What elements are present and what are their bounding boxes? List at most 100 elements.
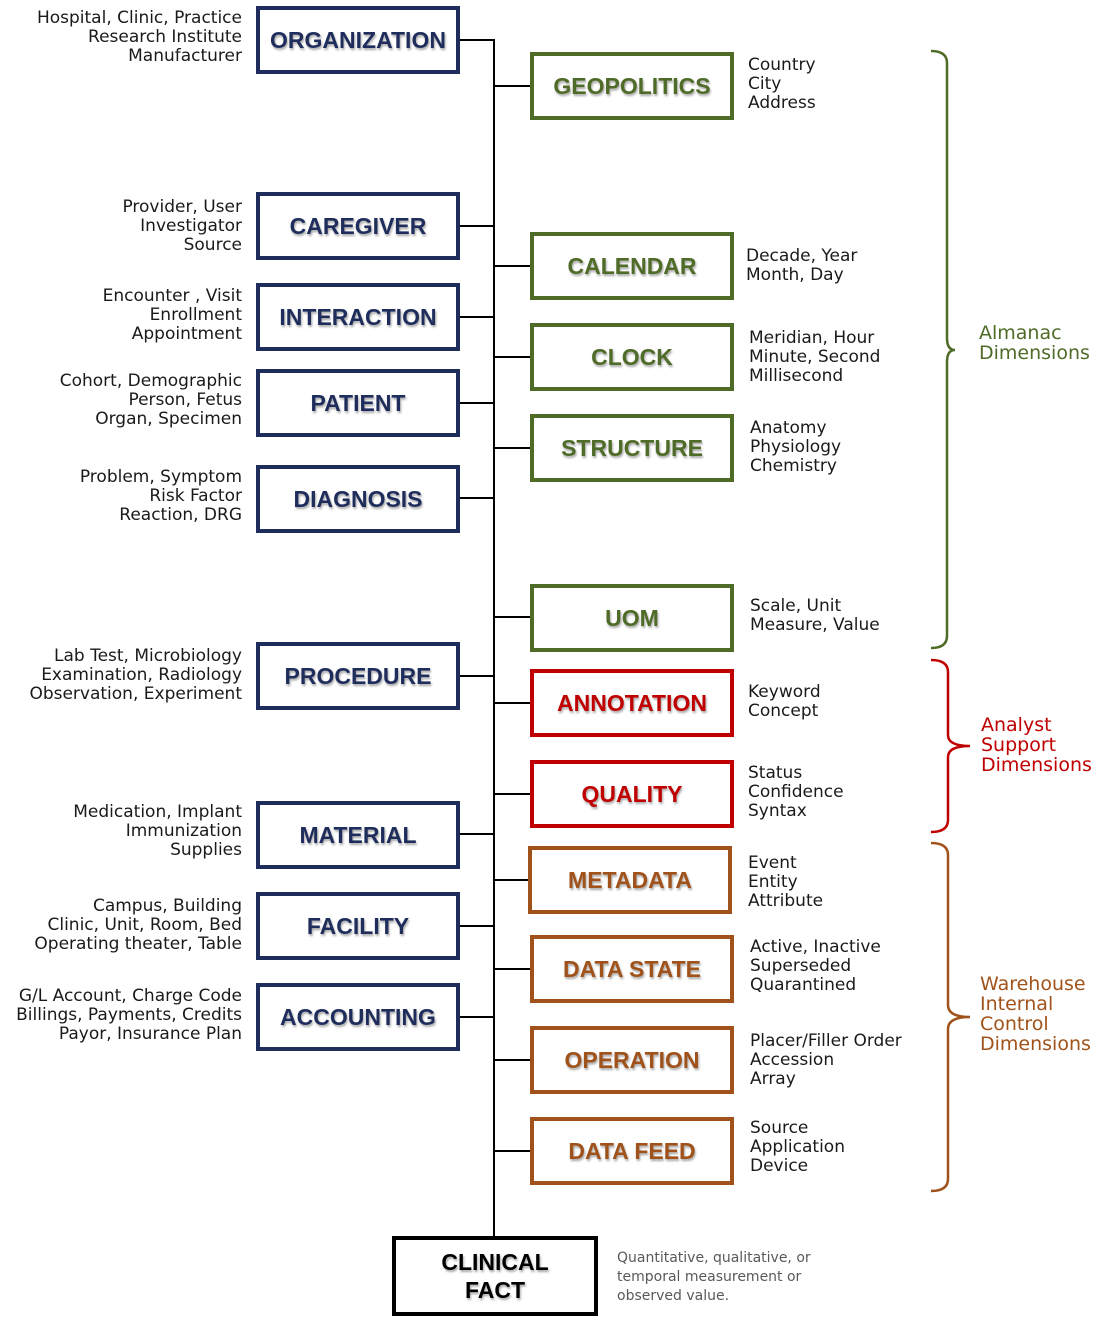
description-line: Billings, Payments, Credits — [16, 1005, 242, 1025]
connector-accounting — [459, 1016, 495, 1018]
description-line: Concept — [748, 701, 819, 721]
description-line: Manufacturer — [128, 46, 242, 66]
group-label-line: Control — [980, 1013, 1049, 1035]
description-line: Attribute — [748, 891, 824, 911]
structure-description: Anatomy Physiology Chemistry — [750, 419, 841, 476]
description-line: Confidence — [748, 782, 844, 802]
description-line: City — [748, 74, 782, 94]
description-line: Minute, Second — [749, 347, 881, 367]
description-line: Anatomy — [750, 418, 827, 438]
dimension-caregiver: CAREGIVER — [256, 192, 460, 260]
connector-clock — [493, 356, 531, 358]
dimension-geopolitics: GEOPOLITICS — [530, 52, 734, 120]
dimension-facility-label: FACILITY — [306, 912, 410, 939]
description-line: Measure, Value — [750, 615, 880, 635]
note-line: temporal measurement or — [617, 1269, 802, 1285]
almanac-group-label: Almanac Dimensions — [979, 323, 1090, 363]
description-line: Supplies — [170, 840, 242, 860]
accounting-description: G/L Account, Charge Code Billings, Payme… — [16, 987, 242, 1044]
clinical-fact-box: CLINICAL FACT — [392, 1236, 598, 1316]
almanac-brace — [930, 49, 956, 650]
connector-data-state — [493, 968, 531, 970]
connector-facility — [459, 925, 495, 927]
description-line: Chemistry — [750, 456, 837, 476]
group-label-line: Warehouse — [980, 973, 1086, 995]
group-label-line: Dimensions — [981, 754, 1092, 776]
dimension-data-state: DATA STATE — [530, 935, 734, 1003]
description-line: Observation, Experiment — [29, 684, 242, 704]
dimension-patient: PATIENT — [256, 369, 460, 437]
uom-description: Scale, Unit Measure, Value — [750, 597, 880, 635]
dimension-material: MATERIAL — [256, 801, 460, 869]
dimension-metadata-label: METADATA — [568, 866, 692, 893]
dimension-calendar-label: CALENDAR — [567, 252, 697, 279]
dimension-clock: CLOCK — [530, 323, 734, 391]
dimension-data-feed-label: DATA FEED — [568, 1137, 696, 1164]
data-state-description: Active, Inactive Superseded Quarantined — [750, 938, 881, 995]
description-line: G/L Account, Charge Code — [18, 986, 242, 1006]
clock-description: Meridian, Hour Minute, Second Millisecon… — [749, 329, 880, 386]
description-line: Encounter , Visit — [102, 286, 242, 306]
interaction-description: Encounter , Visit Enrollment Appointment — [103, 287, 242, 344]
group-label-line: Dimensions — [980, 1033, 1091, 1055]
description-line: Keyword — [748, 682, 821, 702]
group-label-line: Almanac — [979, 322, 1062, 344]
quality-description: Status Confidence Syntax — [748, 764, 844, 821]
connector-diagnosis — [459, 497, 495, 499]
dimension-operation: OPERATION — [530, 1026, 734, 1094]
group-label-line: Support — [981, 734, 1057, 756]
connector-structure — [493, 447, 531, 449]
description-line: Risk Factor — [149, 486, 242, 506]
description-line: Syntax — [748, 801, 807, 821]
dimension-organization: ORGANIZATION — [256, 6, 460, 74]
description-line: Lab Test, Microbiology — [53, 646, 242, 666]
dimension-procedure-label: PROCEDURE — [284, 662, 432, 689]
description-line: Research Institute — [88, 27, 242, 47]
description-line: Operating theater, Table — [34, 934, 242, 954]
patient-description: Cohort, Demographic Person, Fetus Organ,… — [60, 372, 242, 429]
data-feed-description: Source Application Device — [750, 1119, 845, 1176]
warehouse-group-label: Warehouse Internal Control Dimensions — [980, 974, 1091, 1054]
material-description: Medication, Implant Immunization Supplie… — [73, 803, 242, 860]
facility-description: Campus, Building Clinic, Unit, Room, Bed… — [34, 897, 242, 954]
dimension-diagnosis: DIAGNOSIS — [256, 465, 460, 533]
dimension-quality-label: QUALITY — [581, 780, 683, 807]
dimension-patient-label: PATIENT — [310, 389, 406, 416]
description-line: Superseded — [750, 956, 852, 976]
analyst-group-label: Analyst Support Dimensions — [981, 715, 1092, 775]
diagnosis-description: Problem, Symptom Risk Factor Reaction, D… — [80, 468, 242, 525]
description-line: Cohort, Demographic — [59, 371, 242, 391]
dimension-organization-label: ORGANIZATION — [270, 26, 446, 53]
dimension-diagnosis-label: DIAGNOSIS — [293, 485, 423, 512]
connector-uom — [493, 616, 531, 618]
calendar-description: Decade, Year Month, Day — [746, 247, 857, 285]
connector-data-feed — [493, 1150, 531, 1152]
note-line: Quantitative, qualitative, or — [617, 1250, 811, 1266]
dimension-annotation-label: ANNOTATION — [557, 689, 707, 716]
description-line: Active, Inactive — [750, 937, 881, 957]
dimension-data-state-label: DATA STATE — [563, 955, 701, 982]
fact-label-line: CLINICAL — [441, 1249, 549, 1275]
description-line: Placer/Filler Order — [750, 1031, 902, 1051]
connector-operation — [493, 1059, 531, 1061]
description-line: Appointment — [131, 324, 242, 344]
description-line: Problem, Symptom — [79, 467, 242, 487]
connector-quality — [493, 793, 531, 795]
connector-procedure — [459, 675, 495, 677]
note-line: observed value. — [617, 1288, 730, 1304]
description-line: Country — [748, 55, 816, 75]
dimension-metadata: METADATA — [528, 846, 732, 914]
dimension-quality: QUALITY — [530, 760, 734, 828]
dimension-geopolitics-label: GEOPOLITICS — [553, 72, 711, 99]
connector-organization — [459, 39, 495, 41]
connector-patient — [459, 402, 495, 404]
description-line: Event — [748, 853, 797, 873]
description-line: Month, Day — [746, 265, 844, 285]
description-line: Medication, Implant — [73, 802, 242, 822]
description-line: Source — [183, 235, 242, 255]
description-line: Reaction, DRG — [119, 505, 242, 525]
analyst-brace — [930, 658, 971, 834]
dimension-interaction: INTERACTION — [256, 283, 460, 351]
description-line: Quarantined — [750, 975, 857, 995]
